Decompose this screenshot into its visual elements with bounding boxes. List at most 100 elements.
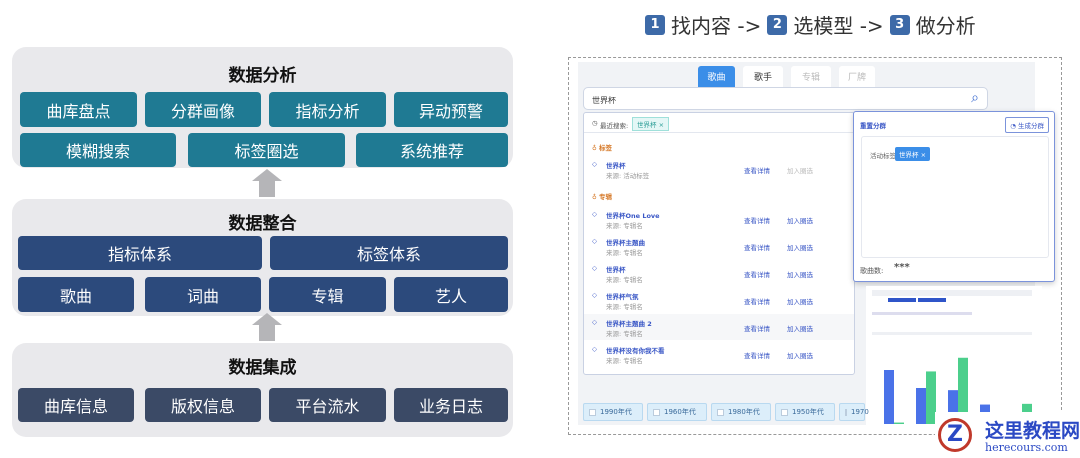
add-to-selection-link[interactable]: 加入圈选 [787, 325, 813, 333]
checkbox-icon[interactable] [845, 408, 847, 416]
module-button: 曲库盘点 [20, 92, 137, 127]
module-button: 业务日志 [394, 388, 508, 422]
history-icon: ◷ [592, 119, 598, 127]
checkbox-icon[interactable] [653, 408, 660, 416]
bar [958, 357, 968, 424]
up-arrow-icon [252, 169, 282, 197]
step-number-3: 3 [889, 14, 910, 35]
bar [926, 371, 936, 424]
bar [884, 370, 894, 424]
view-details-link[interactable]: 查看详情 [744, 244, 770, 252]
decade-label: 1970 [851, 408, 869, 416]
section-tag-header: ♁ 标签 [592, 144, 613, 152]
item-title[interactable]: 世界杯One Love [606, 212, 660, 220]
step-label: 选模型 -> [793, 14, 884, 38]
decade-checkbox[interactable]: 1960年代 [647, 403, 707, 421]
step-number-1: 1 [645, 14, 665, 35]
tag-icon: ◇ [592, 345, 597, 353]
view-details-link[interactable]: 查看详情 [744, 298, 770, 306]
list-item[interactable]: ◇ 世界杯主题曲 2 来源: 专辑名 查看详情 加入圈选 [584, 314, 854, 340]
search-input[interactable]: 世界杯 ⌕ [583, 87, 988, 110]
section-album-header: ♁ 专辑 [592, 193, 613, 201]
tab-albums[interactable]: 专辑 [791, 66, 831, 87]
item-title[interactable]: 世界杯气氛 [606, 293, 639, 301]
decade-label: 1950年代 [792, 408, 824, 416]
count-label: 歌曲数: [860, 267, 884, 275]
module-button: 歌曲 [18, 277, 134, 312]
decade-checkbox[interactable]: 1950年代 [775, 403, 835, 421]
tab-labels[interactable]: 厂牌 [839, 66, 875, 87]
list-item[interactable]: ◇ 世界杯 来源: 专辑名 查看详情 加入圈选 [584, 260, 854, 286]
module-button: 系统推荐 [356, 133, 508, 167]
selected-tag-chip[interactable]: 世界杯 × [895, 147, 931, 161]
tag-icon: ◇ [592, 291, 597, 299]
search-value: 世界杯 [592, 96, 616, 105]
bar [948, 390, 958, 424]
module-button: 模糊搜索 [20, 133, 176, 167]
reset-segment-link[interactable]: 重置分群 [860, 122, 886, 130]
step-label: 找内容 -> [671, 14, 762, 38]
add-to-selection-link[interactable]: 加入圈选 [787, 244, 813, 252]
search-dropdown: ◷ 最近搜索: 世界杯 × ♁ 标签 ◇ 世界杯 来源: 活动标签 查看详情 加… [583, 112, 855, 375]
watermark-logo: Z 这里教程网 herecours.com [935, 412, 1080, 458]
view-details-link[interactable]: 查看详情 [744, 325, 770, 333]
tab-artists[interactable]: 歌手 [743, 66, 783, 87]
view-details-link[interactable]: 查看详情 [744, 271, 770, 279]
list-item[interactable]: ◇ 世界杯One Love 来源: 专辑名 查看详情 加入圈选 [584, 206, 854, 232]
item-source: 来源: 专辑名 [606, 249, 643, 257]
module-button: 标签圈选 [188, 133, 345, 167]
item-title[interactable]: 世界杯主题曲 [606, 239, 645, 247]
item-source: 来源: 专辑名 [606, 276, 643, 284]
count-value: *** [894, 262, 910, 273]
tab-songs[interactable]: 歌曲 [698, 66, 735, 87]
checkbox-icon[interactable] [781, 408, 788, 416]
item-title[interactable]: 世界杯 [606, 266, 626, 274]
module-button: 专辑 [269, 277, 386, 312]
list-item[interactable]: ◇ 世界杯没有你我不看 来源: 专辑名 查看详情 加入圈选 [584, 341, 854, 367]
bar [894, 422, 904, 424]
decade-checkbox[interactable]: 1980年代 [711, 403, 771, 421]
module-button: 指标体系 [18, 236, 262, 270]
list-item[interactable]: ◇ 世界杯 来源: 活动标签 查看详情 加入圈选 [584, 156, 854, 182]
recent-tag-text: 世界杯 [637, 121, 657, 129]
item-source: 来源: 活动标签 [606, 172, 650, 180]
view-details-link[interactable]: 查看详情 [744, 167, 770, 175]
decade-checkbox[interactable]: 1990年代 [583, 403, 643, 421]
bar [916, 388, 926, 424]
add-to-selection-link[interactable]: 加入圈选 [787, 167, 813, 175]
tag-icon: ◇ [592, 237, 597, 245]
search-icon[interactable]: ⌕ [971, 90, 979, 106]
add-to-selection-link[interactable]: 加入圈选 [787, 352, 813, 360]
decade-checkbox[interactable]: 1970 [839, 403, 869, 421]
recent-label: 最近搜索: [600, 122, 629, 130]
up-arrow-icon [252, 313, 282, 341]
module-button: 指标分析 [269, 92, 386, 127]
layer-title: 数据分析 [228, 66, 297, 86]
add-to-selection-link[interactable]: 加入圈选 [787, 298, 813, 306]
checkbox-icon[interactable] [717, 408, 724, 416]
section-title: 专辑 [599, 193, 613, 201]
generate-segment-button[interactable]: ◔ 生成分群 [1005, 117, 1049, 133]
view-details-link[interactable]: 查看详情 [744, 217, 770, 225]
item-source: 来源: 专辑名 [606, 357, 643, 365]
screenshot-frame [568, 57, 1062, 435]
list-item[interactable]: ◇ 世界杯主题曲 来源: 专辑名 查看详情 加入圈选 [584, 233, 854, 259]
watermark-url: herecours.com [985, 441, 1068, 454]
checkbox-icon[interactable] [589, 408, 596, 416]
item-source: 来源: 专辑名 [606, 330, 643, 338]
step-number-2: 2 [767, 14, 788, 35]
tag-icon: ◇ [592, 160, 597, 168]
decade-label: 1980年代 [728, 408, 760, 416]
recent-tag[interactable]: 世界杯 × [632, 117, 670, 131]
logo-icon: Z [938, 418, 972, 452]
list-item[interactable]: ◇ 世界杯气氛 来源: 专辑名 查看详情 加入圈选 [584, 287, 854, 313]
analysis-chart [866, 286, 1042, 426]
item-title[interactable]: 世界杯主题曲 2 [606, 320, 652, 328]
view-details-link[interactable]: 查看详情 [744, 352, 770, 360]
add-to-selection-link[interactable]: 加入圈选 [787, 271, 813, 279]
add-to-selection-link[interactable]: 加入圈选 [787, 217, 813, 225]
module-button: 异动预警 [394, 92, 508, 127]
item-title[interactable]: 世界杯 [606, 162, 626, 170]
item-title[interactable]: 世界杯没有你我不看 [606, 347, 665, 355]
